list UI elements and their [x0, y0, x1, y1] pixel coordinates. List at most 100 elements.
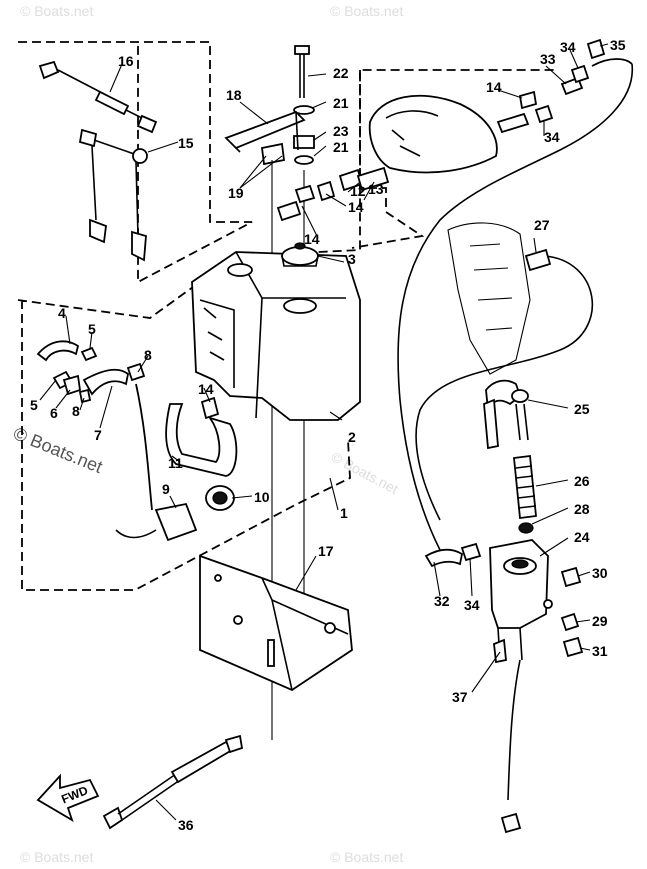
callout-34a: 34 — [560, 39, 576, 55]
pipe-end — [500, 812, 522, 834]
callout-2: 2 — [348, 429, 356, 445]
clip-34a — [570, 64, 590, 84]
callout-5a: 5 — [88, 321, 96, 337]
hose-11 — [165, 403, 238, 477]
tank-cap-3 — [281, 242, 319, 267]
watermark-top-mid: © Boats.net — [330, 3, 403, 19]
clip-5a — [80, 346, 98, 362]
bracket-18 — [224, 110, 306, 166]
plug-29 — [560, 566, 582, 588]
hose-31 — [424, 548, 464, 568]
callout-34b: 34 — [464, 597, 480, 613]
joint-12 — [316, 180, 336, 202]
callout-28: 29 — [592, 613, 608, 629]
callout-9: 9 — [162, 481, 170, 497]
filter-25 — [513, 454, 537, 520]
callout-22: 23 — [333, 123, 349, 139]
callout-6: 6 — [50, 405, 58, 421]
lead-wire-36 — [102, 734, 244, 830]
tank-bracket-17 — [199, 554, 353, 692]
return-hose — [397, 63, 633, 551]
fwd-arrow-icon: FWD — [36, 773, 100, 822]
sub-tank-23 — [489, 539, 553, 661]
oring-26 — [518, 522, 534, 534]
sensor-lead — [135, 383, 153, 511]
washer-28 — [560, 612, 580, 632]
callout-10: 10 — [254, 489, 270, 505]
callout-13: 13 — [368, 181, 384, 197]
callout-26: 28 — [574, 501, 590, 517]
clip-14c — [200, 396, 220, 420]
callout-1: 1 — [340, 505, 348, 521]
callout-27: 27 — [534, 217, 550, 233]
callout-5b: 5 — [30, 397, 38, 413]
harness-16 — [38, 60, 158, 134]
callout-24: 25 — [574, 401, 590, 417]
oil-level-gauge-9 — [154, 502, 198, 542]
hose-7 — [82, 368, 129, 396]
clip-8a — [78, 388, 92, 404]
rubber-mount-10 — [205, 485, 235, 511]
callout-4: 4 — [58, 305, 66, 321]
washer-21 — [293, 105, 315, 115]
callout-17: 17 — [318, 543, 334, 559]
bolt-20 — [294, 45, 310, 98]
callout-3: 3 — [348, 251, 356, 267]
grommet-19 — [261, 142, 285, 166]
wire-assembly-15 — [78, 128, 148, 262]
callout-14a: 14 — [348, 199, 364, 215]
callout-15: 15 — [178, 135, 194, 151]
hose-14e — [276, 200, 302, 222]
watermark-bottom-left: © Boats.net — [20, 849, 93, 865]
gauge-wire — [115, 529, 157, 539]
leader-lines — [39, 43, 609, 821]
joint-33 — [534, 104, 554, 124]
upper-right-bracket — [351, 70, 425, 249]
clip-14b — [518, 90, 538, 110]
clip-34b — [460, 542, 482, 562]
callout-31: 32 — [434, 593, 450, 609]
callout-7: 7 — [94, 427, 102, 443]
callout-12: 12 — [350, 183, 366, 199]
return-hose-b — [415, 255, 594, 521]
callout-37: 37 — [452, 689, 468, 705]
callout-23: 24 — [574, 529, 590, 545]
joint-6 — [62, 374, 81, 396]
engine-block-outline — [447, 222, 531, 375]
callout-20: 22 — [333, 65, 349, 81]
callout-8a: 8 — [144, 347, 152, 363]
watermark-main: © Boats.net — [11, 423, 106, 477]
clip-14d — [294, 184, 316, 204]
callout-35: 35 — [610, 37, 626, 53]
cowling-top — [368, 94, 498, 174]
callout-14d: 14 — [198, 381, 214, 397]
oil-tank-2 — [191, 251, 361, 421]
drain-pipe — [507, 659, 521, 801]
callout-21b: 21 — [333, 139, 349, 155]
bolt-30 — [562, 636, 584, 658]
watermark-top-left: © Boats.net — [20, 3, 93, 19]
callout-16: 16 — [118, 53, 134, 69]
callout-14b: 14 — [304, 231, 320, 247]
callout-14c: 14 — [486, 79, 502, 95]
callout-30: 31 — [592, 643, 608, 659]
fitting-24 — [483, 379, 529, 450]
callout-labels: 22 21 23 21 16 15 18 19 3 2 12 14 13 14 … — [30, 37, 626, 833]
plug-27 — [524, 248, 552, 272]
callout-32: 33 — [540, 51, 556, 67]
collar-22 — [293, 135, 315, 149]
callout-8b: 8 — [72, 403, 80, 419]
line-35 — [591, 58, 633, 67]
hose-segment-14a — [496, 112, 530, 134]
callout-33: 34 — [544, 129, 560, 145]
watermark-bottom-mid: © Boats.net — [330, 849, 403, 865]
callout-25: 26 — [574, 473, 590, 489]
watermark-center: © Boats.net — [329, 449, 401, 498]
callout-21a: 21 — [333, 95, 349, 111]
cap-35 — [586, 38, 606, 60]
pipe-13 — [356, 166, 390, 192]
hose-4 — [36, 340, 80, 362]
callout-11: 11 — [168, 455, 183, 471]
washer-21b — [294, 155, 314, 165]
